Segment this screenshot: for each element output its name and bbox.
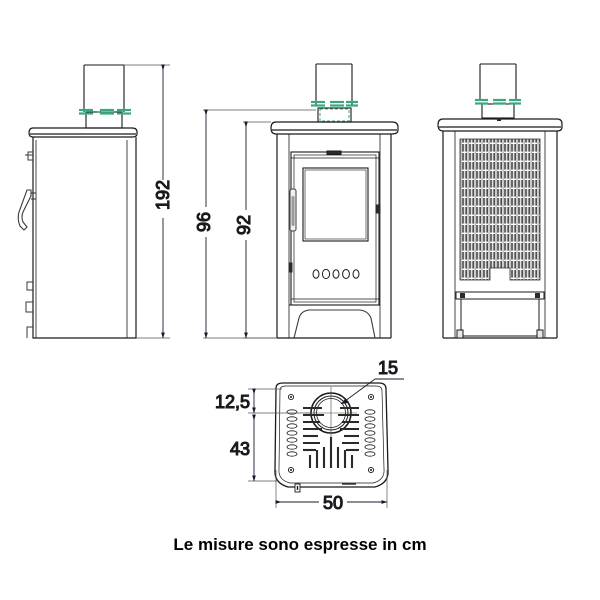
top-right-slot-vents	[338, 406, 359, 452]
top-left-slot-vents	[303, 406, 324, 452]
front-flue-gasket-marks	[311, 100, 358, 107]
top-dimension-43: 43	[229, 414, 278, 482]
top-body-outline	[274, 382, 389, 488]
side-body-outline	[32, 137, 137, 339]
front-top-plate	[270, 121, 399, 135]
front-dimension-96: 96	[193, 109, 316, 339]
top-plan-view: 15 12,5 43 50	[214, 357, 404, 514]
top-dimension-12-5: 12,5	[214, 388, 312, 414]
dimension-label-15: 15	[378, 358, 398, 378]
front-door-latch	[326, 150, 342, 155]
rear-base-legs	[456, 299, 544, 339]
dimension-label-12-5: 12,5	[215, 392, 250, 412]
front-control-knobs	[312, 268, 360, 280]
rear-grille-panel	[459, 138, 541, 281]
front-dimension-92: 92	[233, 121, 277, 339]
dimension-label-43: 43	[230, 439, 250, 459]
side-door-profile	[25, 151, 33, 338]
top-left-oval-vents	[286, 409, 298, 457]
rear-lower-rail	[455, 291, 545, 300]
top-dimension-15: 15	[340, 357, 404, 405]
front-body-outline	[276, 134, 392, 339]
side-door-handle	[17, 189, 36, 231]
dimension-label-96: 96	[194, 212, 214, 232]
rear-elevation-view	[437, 63, 563, 339]
side-dimension-192: 192	[124, 64, 176, 339]
dimension-label-50: 50	[323, 493, 343, 513]
top-centre-vertical-vents	[308, 437, 354, 468]
front-pedestal-base	[289, 304, 380, 339]
rear-flue-pipe	[479, 63, 517, 100]
side-top-plate	[28, 127, 138, 138]
front-door-handle	[289, 188, 297, 232]
front-flue-gasket-detail	[319, 108, 350, 122]
top-dimension-50: 50	[275, 470, 388, 514]
top-corner-screws	[287, 393, 375, 474]
top-right-oval-vents	[364, 409, 376, 457]
rear-flue-gasket-marks	[475, 98, 521, 105]
front-door-hinges	[288, 204, 381, 273]
side-flue-pipe	[83, 64, 125, 112]
front-glass-window	[302, 167, 369, 242]
measurement-units-caption: Le misure sono espresse in cm	[173, 535, 426, 554]
dimension-label-192: 192	[153, 180, 173, 210]
top-front-latch	[294, 483, 301, 493]
front-flue-pipe	[315, 63, 353, 105]
side-flue-gasket-arrow	[96, 109, 114, 115]
dimension-label-92: 92	[234, 215, 254, 235]
side-elevation-view: 192	[17, 64, 176, 339]
front-elevation-view: 96 92	[193, 63, 399, 339]
